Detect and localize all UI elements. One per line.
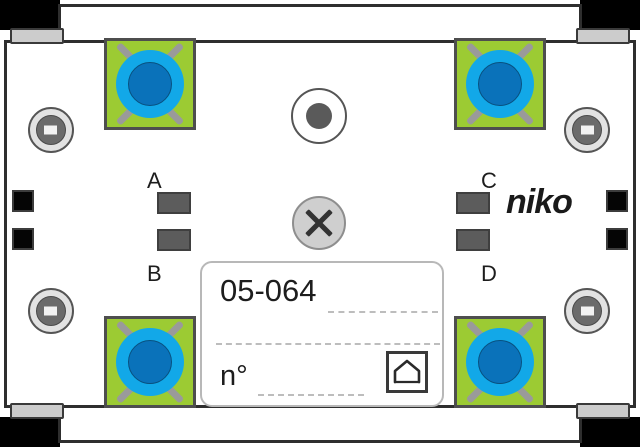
screw-slot <box>581 306 594 316</box>
house-icon <box>386 351 428 393</box>
label-writing-line-2 <box>216 343 440 345</box>
blue-terminal-screw-core <box>478 62 522 106</box>
gray-contact-b <box>157 229 191 251</box>
terminal-block-c <box>454 38 546 130</box>
gray-contact-c <box>456 192 490 214</box>
blue-terminal-screw-core <box>128 340 172 384</box>
blue-terminal-screw-core <box>478 340 522 384</box>
black-contact-right-lower <box>606 228 628 250</box>
slotted-screw-top-left <box>28 107 74 153</box>
indicator-dot <box>291 88 347 144</box>
terminal-block-d <box>454 316 546 408</box>
gray-contact-a <box>157 192 191 214</box>
label-product-code: 05-064 <box>220 273 317 308</box>
slotted-screw-bottom-left <box>28 288 74 334</box>
black-contact-right-upper <box>606 190 628 212</box>
black-contact-left-lower <box>12 228 34 250</box>
indicator-dot-core <box>306 103 332 129</box>
screw-core <box>572 115 602 145</box>
label-writing-line-1 <box>328 311 438 313</box>
screw-core <box>572 296 602 326</box>
terminal-label-d: D <box>481 261 497 286</box>
label-number-prefix: n° <box>220 360 248 392</box>
terminal-block-b <box>104 316 196 408</box>
corner-notch-top-left <box>0 0 60 30</box>
black-contact-left-upper <box>12 190 34 212</box>
mounting-tab-top-right <box>576 28 630 44</box>
screw-core <box>36 296 66 326</box>
corner-notch-bottom-left <box>0 417 60 447</box>
brand-wordmark: niko <box>506 183 573 221</box>
terminal-label-b: B <box>147 261 162 286</box>
gray-contact-d <box>456 229 490 251</box>
blue-terminal-screw <box>116 328 184 396</box>
corner-notch-bottom-right <box>580 417 640 447</box>
corner-notch-top-right <box>580 0 640 30</box>
screw-slot <box>44 125 57 135</box>
screw-slot <box>44 306 57 316</box>
blue-terminal-screw <box>466 328 534 396</box>
product-label-card: 05-064 n° <box>200 261 444 407</box>
slotted-screw-bottom-right <box>564 288 610 334</box>
terminal-label-a: A <box>147 168 162 193</box>
blue-terminal-screw <box>466 50 534 118</box>
slotted-screw-top-right <box>564 107 610 153</box>
screw-slot <box>581 125 594 135</box>
screw-core <box>36 115 66 145</box>
terminal-block-a <box>104 38 196 130</box>
terminal-label-c: C <box>481 168 497 193</box>
blue-terminal-screw-core <box>128 62 172 106</box>
blue-terminal-screw <box>116 50 184 118</box>
mounting-tab-bottom-right <box>576 403 630 419</box>
mounting-tab-bottom-left <box>10 403 64 419</box>
label-writing-line-3 <box>258 394 364 396</box>
cross-marker <box>292 196 346 250</box>
mounting-tab-top-left <box>10 28 64 44</box>
